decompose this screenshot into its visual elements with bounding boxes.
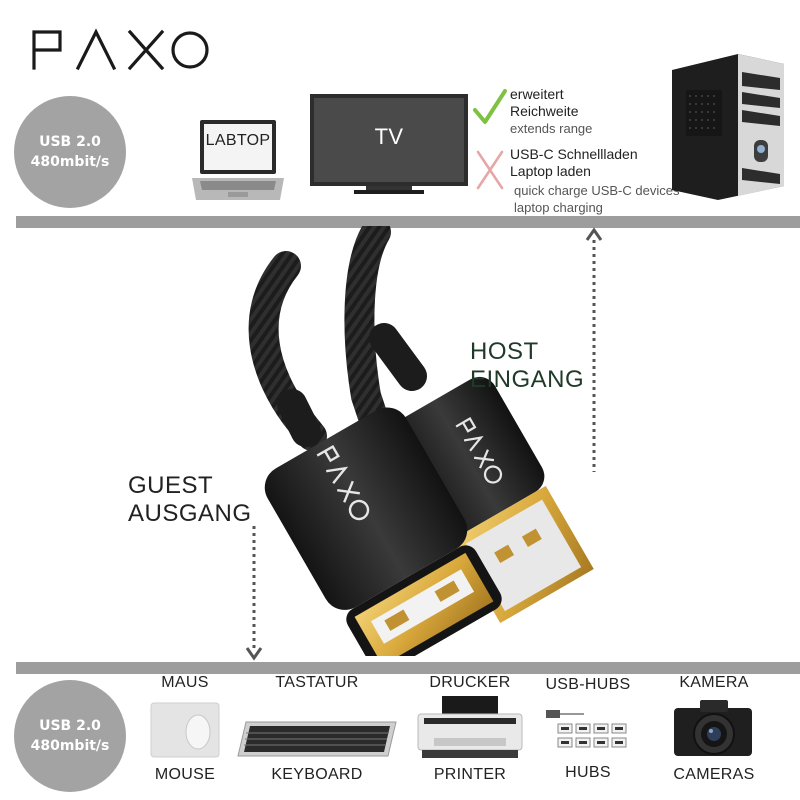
device-hubs-bottom-label: HUBS bbox=[565, 764, 611, 781]
feature-extends-range: erweitert Reichweite extends range bbox=[510, 86, 592, 137]
feature-no-line2: Laptop laden bbox=[510, 163, 591, 179]
printer-icon bbox=[417, 696, 523, 758]
device-mouse-bottom-label: MOUSE bbox=[154, 766, 216, 783]
feature-no-fast-charge: USB-C Schnellladen Laptop laden quick ch… bbox=[510, 146, 679, 216]
device-hubs: USB-HUBS HUBS bbox=[538, 674, 638, 790]
device-camera: KAMERA CAMERAS bbox=[664, 672, 764, 790]
feature-yes-line2: Reichweite bbox=[510, 103, 579, 119]
device-camera-bottom-label: CAMERAS bbox=[673, 766, 755, 783]
feature-no-sub1: quick charge USB-C devices bbox=[514, 183, 680, 198]
device-keyboard-top-label: TASTATUR bbox=[275, 674, 359, 691]
top-divider-band bbox=[16, 216, 800, 228]
device-mouse-top-label: MAUS bbox=[161, 674, 209, 691]
host-line2: EINGANG bbox=[470, 366, 585, 393]
badge-line2: 480mbit/s bbox=[30, 154, 110, 170]
mouse-icon bbox=[150, 702, 220, 758]
device-keyboard: TASTATUR KEYBOARD bbox=[234, 674, 400, 790]
tv-label: TV bbox=[374, 124, 404, 149]
device-printer-top-label: DRUCKER bbox=[429, 674, 511, 691]
pc-tower-icon bbox=[672, 54, 784, 200]
laptop-icon bbox=[192, 120, 284, 200]
device-printer-bottom-label: PRINTER bbox=[433, 766, 507, 783]
host-line1: HOST bbox=[470, 338, 539, 365]
keyboard-icon bbox=[237, 721, 397, 757]
host-arrow-up bbox=[585, 227, 603, 472]
usb-speed-badge-bottom: USB 2.0 480mbit/s bbox=[14, 680, 126, 792]
feature-yes-line1: erweitert bbox=[510, 86, 564, 102]
laptop-label: LABTOP bbox=[205, 132, 271, 149]
device-keyboard-bottom-label: KEYBOARD bbox=[271, 766, 363, 783]
badge-line1: USB 2.0 bbox=[39, 134, 101, 150]
feature-no-line1: USB-C Schnellladen bbox=[510, 146, 638, 162]
feature-no-sub2: laptop charging bbox=[514, 200, 603, 215]
host-input-label: HOST EINGANG bbox=[470, 338, 584, 394]
cross-icon bbox=[476, 150, 504, 190]
device-camera-top-label: KAMERA bbox=[679, 674, 749, 691]
guest-arrow-down bbox=[245, 526, 263, 661]
tv-icon bbox=[310, 94, 468, 194]
guest-output-label: GUEST AUSGANG bbox=[128, 472, 252, 528]
check-icon bbox=[473, 89, 507, 124]
guest-line2: AUSGANG bbox=[128, 500, 252, 527]
tv-device: TV bbox=[310, 94, 468, 196]
badge-line2: 480mbit/s bbox=[30, 738, 110, 754]
bottom-divider-band bbox=[16, 662, 800, 674]
usb-hub-icon bbox=[546, 710, 627, 748]
device-mouse: MAUS MOUSE bbox=[140, 674, 230, 790]
device-printer: DRUCKER PRINTER bbox=[412, 674, 528, 790]
badge-line1: USB 2.0 bbox=[39, 718, 101, 734]
device-hubs-top-label: USB-HUBS bbox=[545, 676, 631, 693]
usb-extension-cable-illustration bbox=[248, 226, 594, 656]
paxo-logo bbox=[32, 28, 209, 70]
guest-line1: GUEST bbox=[128, 472, 214, 499]
laptop-device: LABTOP bbox=[190, 118, 286, 204]
camera-icon bbox=[674, 700, 752, 756]
feature-yes-sub: extends range bbox=[510, 121, 593, 136]
usb-speed-badge-top: USB 2.0 480mbit/s bbox=[14, 96, 126, 208]
